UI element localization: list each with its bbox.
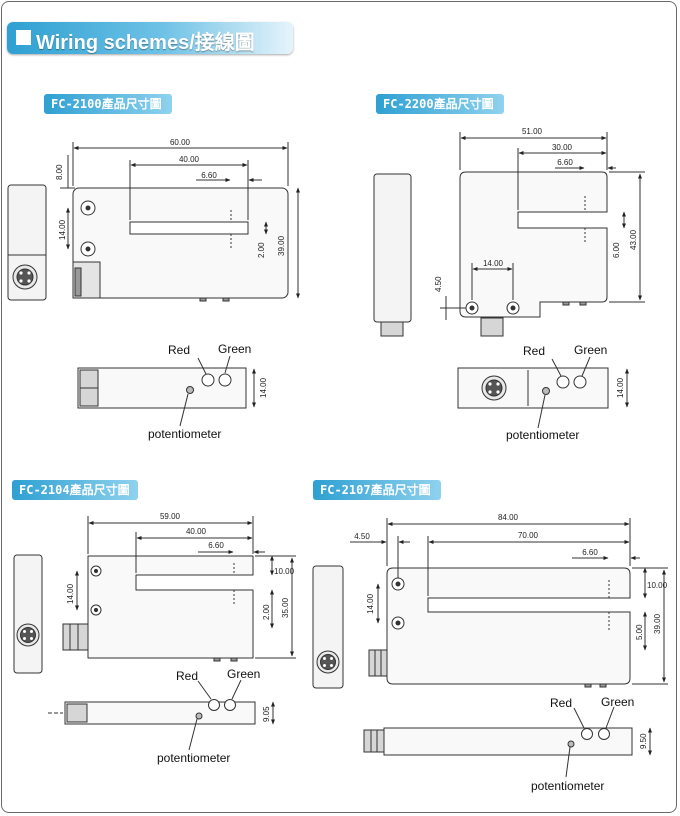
fc2104-labels: 59.00 40.00 6.60 14.00 10.00 2.00 35.00 … xyxy=(66,512,295,765)
fc2100-drawing xyxy=(7,142,300,427)
fc2100-dim-side: 14.00 xyxy=(259,377,268,398)
fc2107-label-green: Green xyxy=(601,695,634,709)
fc2107-dim-depth: 10.00 xyxy=(647,581,668,590)
fc2107-dim-slot-gap: 5.00 xyxy=(635,624,644,640)
fc2100-dim-slot-length: 40.00 xyxy=(179,155,200,164)
fc2107-dim-width: 84.00 xyxy=(498,513,519,522)
fc2107-dim-slot-length: 70.00 xyxy=(518,531,539,540)
fc2200-labels: 51.00 30.00 6.60 14.00 4.50 6.00 43.00 1… xyxy=(434,127,638,442)
fc2104-dim-depth: 10.00 xyxy=(274,567,295,576)
model-tab-fc2100: FC-2100產品尺寸圖 xyxy=(44,94,172,114)
fc2104-dim-slot-width: 6.60 xyxy=(208,541,224,550)
model-tab-fc2104: FC-2104產品尺寸圖 xyxy=(12,480,138,500)
fc2104-label-red: Red xyxy=(176,669,198,683)
fc2104-dim-slot-gap: 2.00 xyxy=(262,604,271,620)
fc2200-dim-hole-offset: 4.50 xyxy=(434,276,443,292)
fc2104-label-green: Green xyxy=(227,667,260,681)
fc2100-labels: 60.00 40.00 6.60 8.00 14.00 2.00 39.00 1… xyxy=(55,138,286,441)
fc2107-label-red: Red xyxy=(550,696,572,710)
fc2200-dim-width: 51.00 xyxy=(522,127,543,136)
fc2107-dim-hole-offset: 4.50 xyxy=(354,532,370,541)
fc2200-dim-height: 43.00 xyxy=(629,229,638,250)
fc2107-drawing xyxy=(312,518,668,778)
fc2200-dim-side: 14.00 xyxy=(616,377,625,398)
fc2200-label-potentiometer: potentiometer xyxy=(506,428,579,442)
fc2200-dim-slot-width: 6.60 xyxy=(557,158,573,167)
model-tab-fc2107: FC-2107產品尺寸圖 xyxy=(313,480,441,500)
section-header: Wiring schemes/接線圖 xyxy=(7,22,293,54)
fc2200-dim-slot-length: 30.00 xyxy=(552,143,573,152)
fc2100-dim-top: 8.00 xyxy=(55,164,64,180)
fc2107-dim-hole-pitch: 14.00 xyxy=(366,593,375,614)
fc2200-drawing xyxy=(373,132,645,429)
fc2100-dim-hole-pitch: 14.00 xyxy=(58,219,67,240)
fc2104-dim-slot-length: 40.00 xyxy=(186,527,207,536)
fc2200-label-green: Green xyxy=(574,343,607,357)
fc2100-dim-width: 60.00 xyxy=(170,138,191,147)
fc2107-dim-height: 39.00 xyxy=(653,613,662,634)
fc2104-dim-hole-pitch: 14.00 xyxy=(66,583,75,604)
fc2107-labels: 4.50 84.00 70.00 6.60 14.00 10.00 5.00 3… xyxy=(354,513,667,793)
section-title: Wiring schemes/接線圖 xyxy=(36,32,255,54)
fc2100-dim-slot-gap: 2.00 xyxy=(257,242,266,258)
fc2104-label-potentiometer: potentiometer xyxy=(157,751,230,765)
model-tab-fc2200: FC-2200產品尺寸圖 xyxy=(376,94,504,114)
fc2100-label-potentiometer: potentiometer xyxy=(148,427,221,441)
fc2104-dim-width: 59.00 xyxy=(160,512,181,521)
bullet-square-icon xyxy=(16,30,31,45)
fc2100-label-red: Red xyxy=(168,343,190,357)
fc2104-dim-height: 35.00 xyxy=(281,597,290,618)
fc2200-label-red: Red xyxy=(523,344,545,358)
fc2200-dim-hole-pitch: 14.00 xyxy=(483,259,504,268)
fc2104-dim-side: 9.05 xyxy=(262,706,271,722)
fc2107-dim-side: 9.50 xyxy=(639,733,648,749)
fc2100-dim-height: 39.00 xyxy=(277,235,286,256)
fc2100-dim-slot-width: 6.60 xyxy=(201,171,217,180)
fc2200-dim-slot-gap: 6.00 xyxy=(612,242,621,258)
fc2107-dim-slot-width: 6.60 xyxy=(582,548,598,557)
fc2100-label-green: Green xyxy=(218,342,251,356)
fc2104-drawing xyxy=(13,516,296,751)
fc2107-label-potentiometer: potentiometer xyxy=(531,779,604,793)
